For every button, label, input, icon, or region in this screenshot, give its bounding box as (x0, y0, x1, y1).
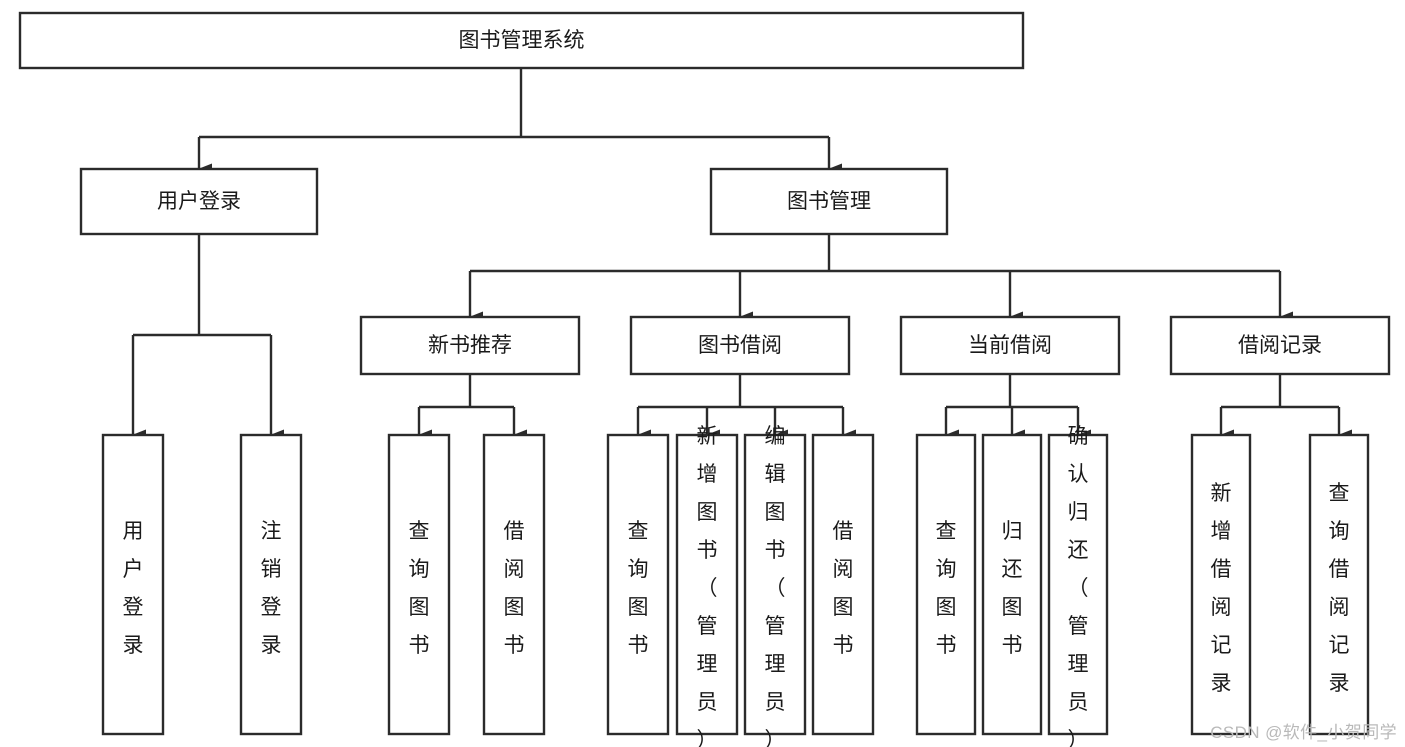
node-box-new-book-recommend (359, 315, 581, 376)
node-box-leaf-return-book (981, 433, 1043, 736)
node-label-leaf-query-book-3: 查询图书 (936, 520, 957, 657)
node-boxes: 图书管理系统用户登录图书管理新书推荐图书借阅当前借阅借阅记录用户登录注销登录查询… (18, 11, 1391, 747)
node-label-leaf-add-book: 新增图书（管理员） (697, 425, 718, 747)
node-label-book-borrow: 图书借阅 (698, 334, 782, 357)
node-borrow-record[interactable]: 借阅记录 (1169, 315, 1391, 376)
connector-book-manage-bus (468, 234, 1293, 323)
node-new-book-recommend[interactable]: 新书推荐 (359, 315, 581, 376)
node-leaf-query-book-2[interactable]: 查询图书 (606, 433, 670, 736)
connector-book-borrow-bus (636, 374, 856, 441)
node-leaf-query-book-3[interactable]: 查询图书 (915, 433, 977, 736)
node-leaf-user-login[interactable]: 用户登录 (101, 433, 165, 736)
node-label-leaf-user-logout: 注销登录 (261, 520, 282, 657)
node-box-leaf-query-book-3 (915, 433, 977, 736)
node-label-leaf-user-login: 用户登录 (123, 520, 144, 657)
node-label-book-manage: 图书管理 (787, 190, 871, 213)
node-leaf-return-book[interactable]: 归还图书 (981, 433, 1043, 736)
connector-root-bus (197, 68, 842, 175)
connector-user-login-bus (131, 234, 284, 441)
connector-current-borrow-bus (944, 374, 1091, 441)
node-label-root: 图书管理系统 (459, 29, 585, 52)
node-label-leaf-edit-book: 编辑图书（管理员） (765, 425, 786, 747)
node-box-leaf-borrow-book-1 (482, 433, 546, 736)
connector-new-book-bus (417, 374, 527, 441)
node-box-leaf-confirm-return (1047, 433, 1109, 736)
node-leaf-add-book[interactable]: 新增图书（管理员） (675, 425, 739, 747)
node-label-leaf-borrow-book-2: 借阅图书 (833, 520, 854, 657)
node-box-leaf-query-book-1 (387, 433, 451, 736)
node-leaf-query-record[interactable]: 查询借阅记录 (1308, 433, 1370, 736)
connector-borrow-record-bus (1219, 374, 1352, 441)
node-leaf-confirm-return[interactable]: 确认归还（管理员） (1047, 425, 1109, 747)
node-label-user-login: 用户登录 (157, 190, 241, 213)
node-label-leaf-query-record: 查询借阅记录 (1329, 482, 1350, 695)
node-label-borrow-record: 借阅记录 (1238, 334, 1322, 357)
node-box-leaf-borrow-book-2 (811, 433, 875, 736)
node-box-leaf-add-book (675, 433, 739, 736)
node-box-leaf-user-login (101, 433, 165, 736)
node-label-leaf-confirm-return: 确认归还（管理员） (1068, 425, 1089, 747)
node-box-book-borrow (629, 315, 851, 376)
node-box-leaf-query-book-2 (606, 433, 670, 736)
node-leaf-add-record[interactable]: 新增借阅记录 (1190, 433, 1252, 736)
node-book-borrow[interactable]: 图书借阅 (629, 315, 851, 376)
node-leaf-query-book-1[interactable]: 查询图书 (387, 433, 451, 736)
node-leaf-user-logout[interactable]: 注销登录 (239, 433, 303, 736)
node-box-leaf-add-record (1190, 433, 1252, 736)
node-leaf-borrow-book-1[interactable]: 借阅图书 (482, 433, 546, 736)
node-root[interactable]: 图书管理系统 (18, 11, 1025, 70)
node-label-leaf-borrow-book-1: 借阅图书 (504, 520, 525, 657)
node-box-current-borrow (899, 315, 1121, 376)
node-box-leaf-edit-book (743, 433, 807, 736)
node-box-user-login (79, 167, 319, 236)
node-box-leaf-user-logout (239, 433, 303, 736)
node-label-new-book-recommend: 新书推荐 (428, 334, 512, 357)
node-label-leaf-add-record: 新增借阅记录 (1211, 482, 1232, 695)
node-leaf-borrow-book-2[interactable]: 借阅图书 (811, 433, 875, 736)
node-box-leaf-query-record (1308, 433, 1370, 736)
watermark-text: CSDN @软件_小贺同学 (1210, 723, 1397, 742)
node-box-book-manage (709, 167, 949, 236)
node-current-borrow[interactable]: 当前借阅 (899, 315, 1121, 376)
connector-edges (131, 68, 1352, 441)
node-label-current-borrow: 当前借阅 (968, 334, 1052, 357)
node-label-leaf-query-book-2: 查询图书 (628, 520, 649, 657)
node-box-root (18, 11, 1025, 70)
node-box-borrow-record (1169, 315, 1391, 376)
node-user-login[interactable]: 用户登录 (79, 167, 319, 236)
node-leaf-edit-book[interactable]: 编辑图书（管理员） (743, 425, 807, 747)
node-label-leaf-return-book: 归还图书 (1002, 520, 1023, 657)
node-book-manage[interactable]: 图书管理 (709, 167, 949, 236)
node-label-leaf-query-book-1: 查询图书 (409, 520, 430, 657)
